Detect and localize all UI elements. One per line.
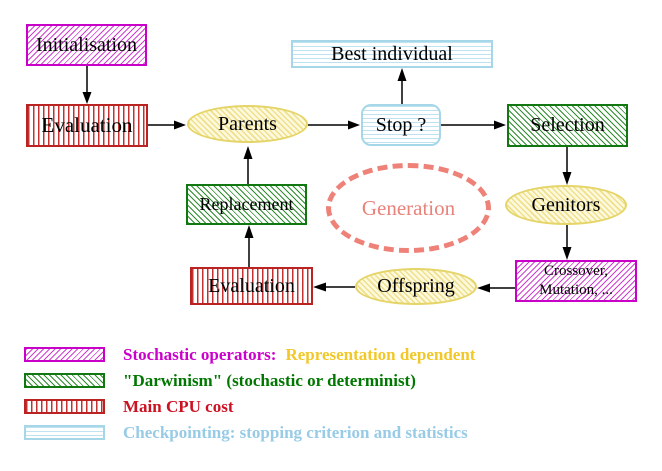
node-replacement: Replacement [186,184,307,225]
legend-swatch-checkpointing [24,425,105,440]
arrow-genitors-to-crossover [562,225,572,260]
legend-label-stochastic-operators: Stochastic operators: [123,345,277,364]
legend-swatch-cpu-cost [24,399,105,414]
node-best-individual-label: Best individual [331,42,453,65]
node-evaluation-bottom-label: Evaluation [208,274,295,297]
node-crossover-line2: Mutation, ... [539,282,613,298]
arrow-stop-to-best-individual [397,68,407,104]
node-stop-label: Stop ? [375,113,427,136]
node-crossover-mutation: Crossover, Mutation, ... [515,260,637,302]
arrow-crossover-to-offspring [477,283,515,293]
node-parents: Parents [187,105,308,143]
node-evaluation-top-label: Evaluation [41,113,133,138]
legend-swatch-darwinism [24,373,105,388]
legend-item-darwinism: "Darwinism" (stochastic or determinist) [123,371,416,390]
arrow-replacement-to-parents [243,146,253,184]
arrow-evaluation-to-parents [148,120,186,130]
arrow-offspring-to-evaluation [313,282,355,292]
arrow-selection-to-genitors [562,147,572,185]
node-crossover-line1: Crossover, [544,263,608,280]
legend-item-stochastic-operators: Stochastic operators: Representation dep… [123,346,475,364]
node-selection: Selection [507,104,628,147]
arrow-stop-to-selection [441,120,506,130]
node-initialisation-label: Initialisation [35,33,138,56]
node-genitors-label: Genitors [531,193,601,216]
node-selection-label: Selection [530,114,605,136]
node-evaluation-bottom: Evaluation [190,267,313,305]
node-initialisation: Initialisation [26,24,147,66]
legend-label-representation-dependent: Representation dependent [285,345,476,364]
generation-cycle-ellipse: Generation [326,163,491,253]
node-replacement-label: Replacement [199,194,294,215]
node-offspring-label: Offspring [377,275,455,297]
node-evaluation-top: Evaluation [26,104,148,147]
legend-item-checkpointing: Checkpointing: stopping criterion and st… [123,423,468,442]
legend-swatch-stochastic-operators [24,347,105,362]
legend-item-cpu-cost: Main CPU cost [123,397,234,416]
arrow-evaluation-to-replacement [244,225,254,267]
node-genitors: Genitors [505,185,627,225]
generation-label: Generation [361,195,456,220]
arrow-initialisation-to-evaluation [82,66,92,104]
arrow-parents-to-stop [308,120,360,130]
node-parents-label: Parents [218,112,277,135]
node-stop: Stop ? [361,104,441,146]
node-best-individual: Best individual [291,40,493,68]
node-offspring: Offspring [355,268,477,305]
